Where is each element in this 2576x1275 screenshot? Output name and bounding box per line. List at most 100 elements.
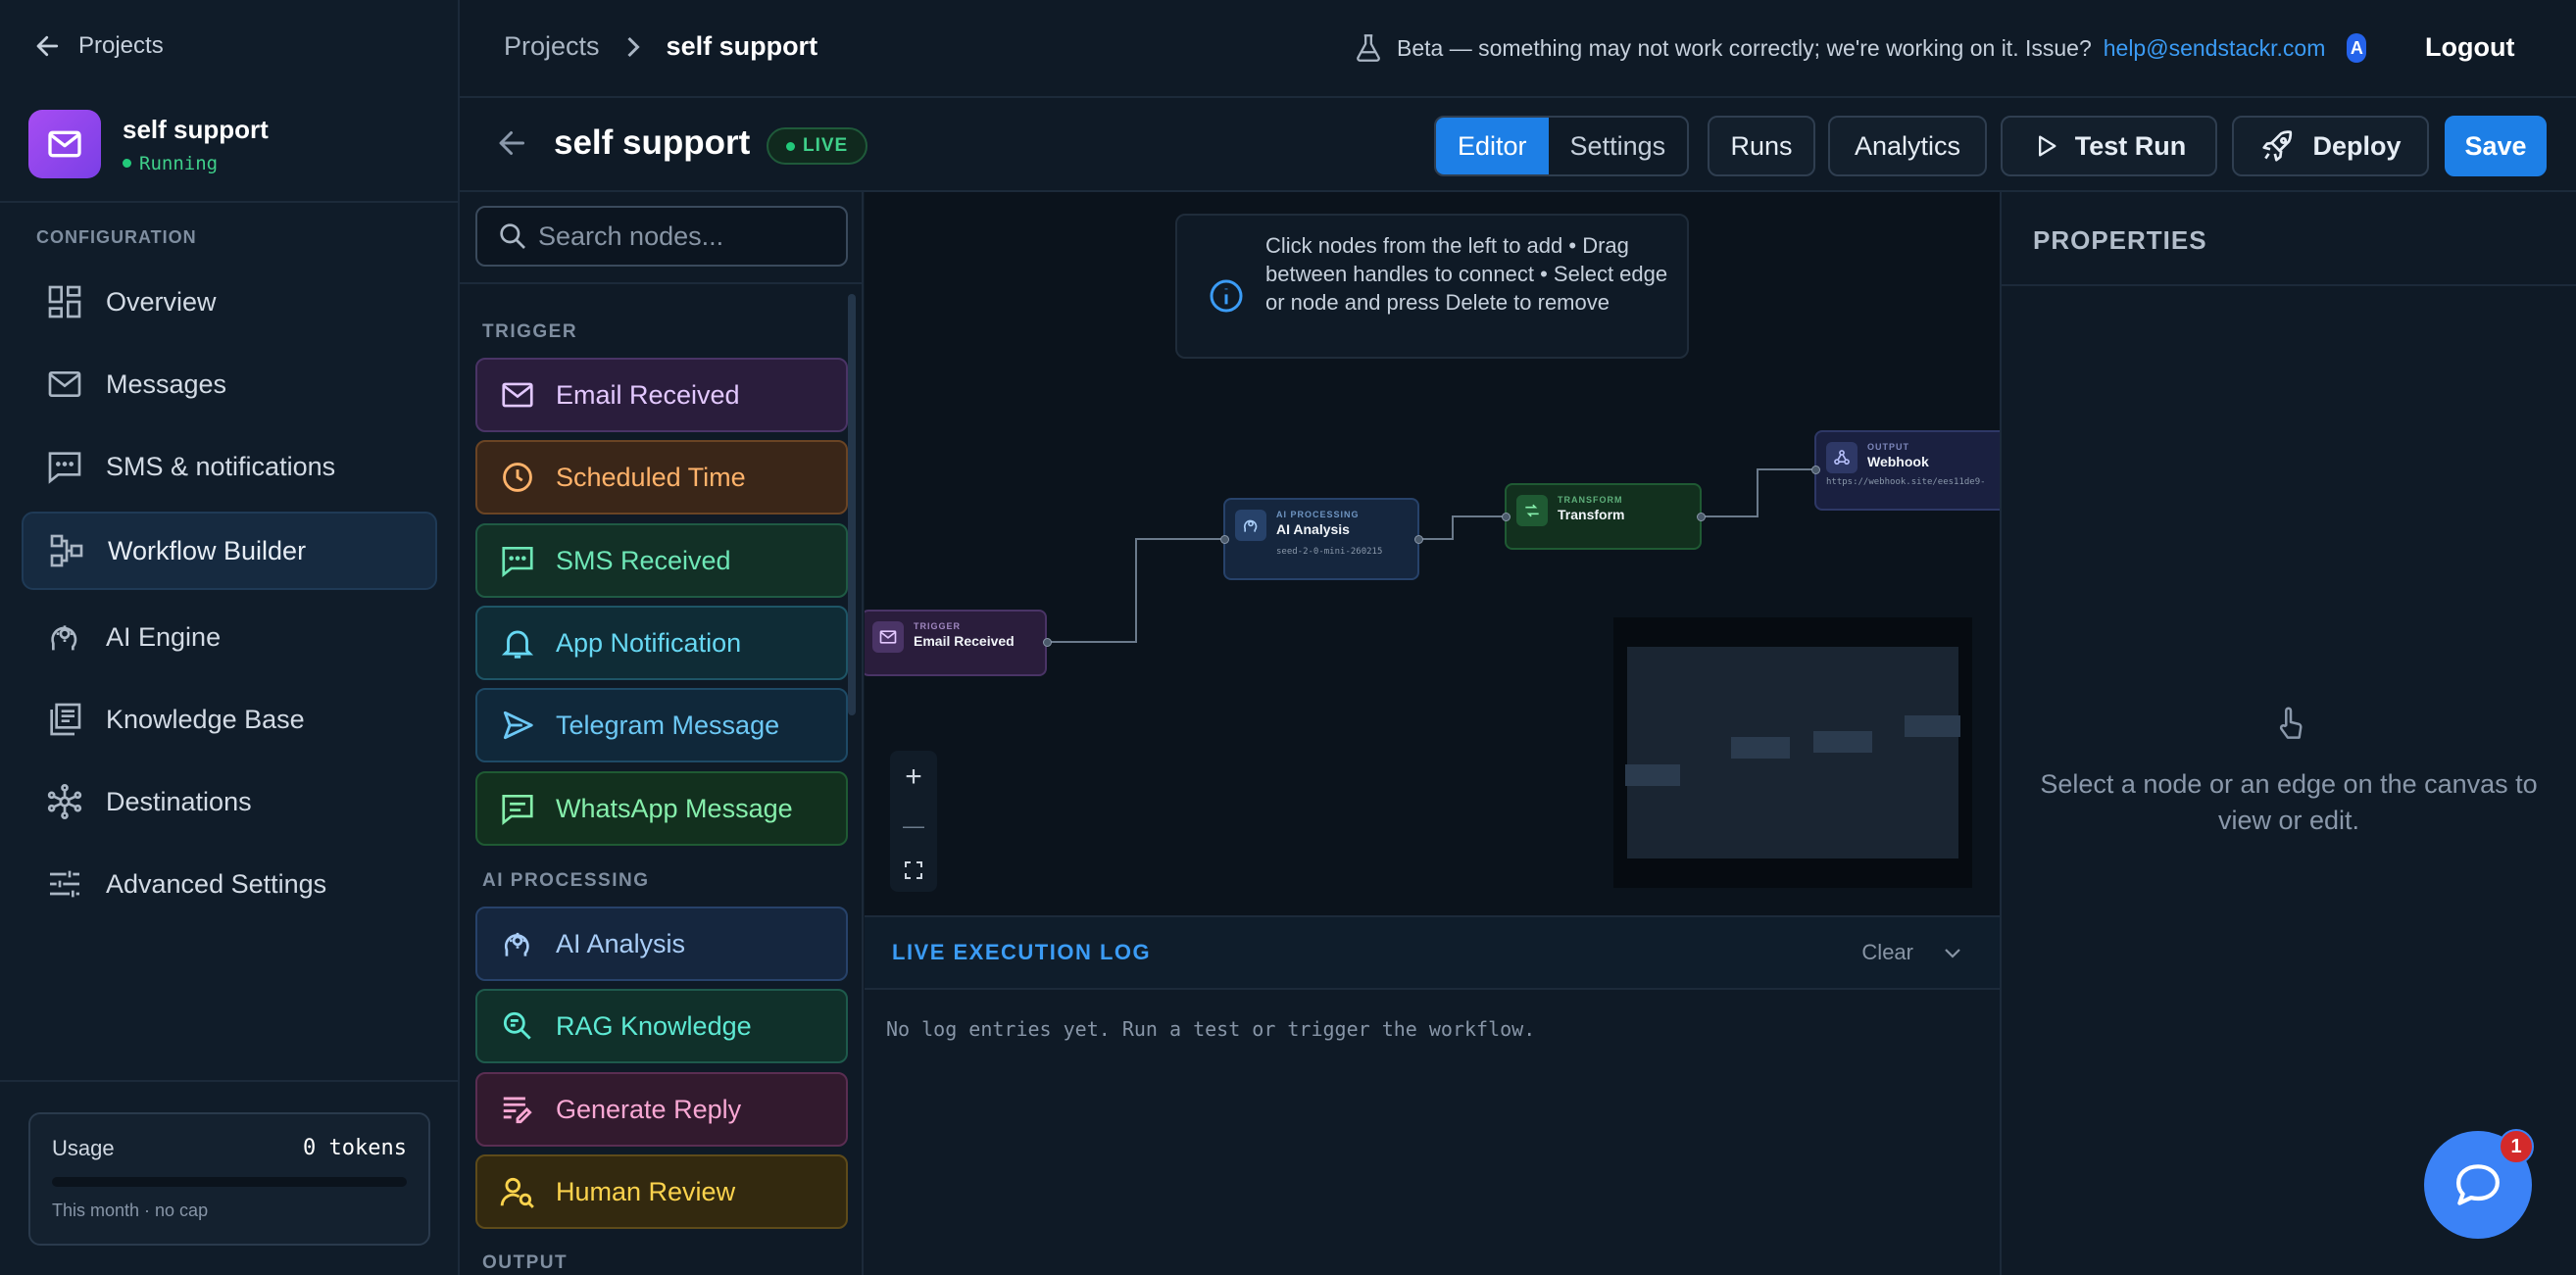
palette-item-telegram-message[interactable]: Telegram Message (475, 688, 848, 762)
arrow-left-icon (499, 131, 524, 155)
user-search-icon (500, 1177, 534, 1208)
chat-icon (502, 546, 533, 578)
usage-label: Usage (52, 1136, 115, 1160)
sidebar: Projects self support Running CONFIGURAT… (0, 0, 460, 1275)
sidebar-item-label: SMS & notifications (106, 451, 336, 481)
sidebar-item-ai-engine[interactable]: AI Engine (22, 598, 437, 676)
palette-item-email-received[interactable]: Email Received (475, 358, 848, 432)
flask-icon (1357, 34, 1380, 62)
palette-item-rag-knowledge[interactable]: RAG Knowledge (475, 989, 848, 1063)
sidebar-item-advanced-settings[interactable]: Advanced Settings (22, 845, 437, 923)
node-handle[interactable] (1811, 466, 1820, 474)
palette-item-label: SMS Received (556, 545, 731, 575)
palette-item-generate-reply[interactable]: Generate Reply (475, 1072, 848, 1147)
palette-item-human-review[interactable]: Human Review (475, 1154, 848, 1229)
sidebar-item-knowledge-base[interactable]: Knowledge Base (22, 680, 437, 759)
notification-badge: 1 (2499, 1129, 2534, 1164)
beta-text: Beta — something may not work correctly;… (1397, 34, 2092, 61)
properties-divider (2002, 284, 2576, 286)
sidebar-item-messages[interactable]: Messages (22, 345, 437, 423)
tab-editor[interactable]: Editor (1436, 118, 1549, 174)
node-handle[interactable] (1414, 535, 1423, 544)
palette-divider (460, 282, 862, 284)
minimap-node (1731, 737, 1790, 759)
zoom-out-button[interactable]: — (903, 813, 924, 838)
node-handle[interactable] (1043, 638, 1052, 647)
runs-button[interactable]: Runs (1708, 116, 1815, 176)
support-email-link[interactable]: help@sendstackr.com (2103, 34, 2326, 61)
sidebar-divider (0, 201, 458, 203)
search-icon (500, 223, 525, 249)
sidebar-item-label: Workflow Builder (108, 535, 307, 565)
search-input[interactable] (538, 221, 832, 252)
rocket-icon (2262, 130, 2293, 162)
workflow-canvas[interactable]: Click nodes from the left to add • Drag … (865, 192, 2000, 915)
sidebar-item-label: Advanced Settings (106, 868, 327, 899)
minimap[interactable] (1613, 617, 1972, 888)
sidebar-item-destinations[interactable]: Destinations (22, 762, 437, 841)
log-empty-text: No log entries yet. Run a test or trigge… (886, 1017, 1536, 1041)
log-title: LIVE EXECUTION LOG (892, 940, 1152, 964)
deploy-button[interactable]: Deploy (2232, 116, 2429, 176)
workflow-card: self support Running (28, 110, 269, 178)
analytics-button[interactable]: Analytics (1828, 116, 1987, 176)
node-handle[interactable] (1502, 513, 1511, 521)
info-icon (1210, 279, 1243, 313)
palette-scrollbar[interactable] (848, 294, 856, 715)
sidebar-item-sms[interactable]: SMS & notifications (22, 427, 437, 506)
save-button[interactable]: Save (2445, 116, 2547, 176)
clock-icon (503, 463, 532, 492)
bell-icon (501, 630, 534, 659)
sidebar-item-overview[interactable]: Overview (22, 263, 437, 341)
palette-item-sms-received[interactable]: SMS Received (475, 523, 848, 598)
usage-subtext: This month · no cap (52, 1201, 209, 1220)
edge-transform-webhook (1701, 468, 1813, 517)
logout-button[interactable]: Logout (2425, 32, 2515, 62)
editor-tabs: Editor Settings (1434, 116, 1690, 176)
sidebar-item-label: AI Engine (106, 621, 222, 652)
edit-text-icon (503, 1097, 532, 1124)
fit-view-icon[interactable] (902, 858, 925, 882)
minimap-node (1625, 764, 1680, 786)
clear-log-button[interactable]: Clear (1861, 940, 1913, 964)
editor-back-button[interactable] (495, 125, 530, 161)
sidebar-item-workflow-builder[interactable]: Workflow Builder (22, 512, 437, 590)
test-run-button[interactable]: Test Run (2001, 116, 2217, 176)
node-handle[interactable] (1697, 513, 1706, 521)
properties-empty-text: Select a node or an edge on the canvas t… (2040, 769, 2538, 835)
log-header[interactable]: LIVE EXECUTION LOG Clear (865, 917, 2000, 990)
palette-item-label: Telegram Message (556, 710, 780, 740)
sidebar-divider (0, 1080, 458, 1082)
mail-icon (502, 382, 533, 408)
dashboard-icon (48, 285, 81, 319)
palette-item-scheduled-time[interactable]: Scheduled Time (475, 440, 848, 515)
palette-item-app-notification[interactable]: App Notification (475, 606, 848, 680)
zoom-in-button[interactable]: + (905, 760, 922, 793)
usage-value: 0 tokens (303, 1136, 407, 1160)
status-text: Running (139, 152, 219, 174)
edge-trigger-ai (1047, 538, 1225, 643)
palette-item-label: Scheduled Time (556, 462, 746, 492)
breadcrumb-current: self support (666, 31, 818, 61)
node-handle[interactable] (1220, 535, 1229, 544)
back-to-projects-link[interactable]: Projects (33, 31, 164, 61)
webhook-icon (1826, 442, 1858, 473)
palette-item-whatsapp-message[interactable]: WhatsApp Message (475, 771, 848, 846)
sidebar-item-label: Messages (106, 368, 227, 399)
node-kind: OUTPUT (1867, 442, 1909, 452)
palette-item-ai-analysis[interactable]: AI Analysis (475, 907, 848, 981)
breadcrumb-projects[interactable]: Projects (504, 31, 600, 61)
node-name: Webhook (1867, 454, 1929, 469)
node-palette: TRIGGER Email Received Scheduled Time SM… (460, 192, 864, 1275)
node-model: seed-2-0-mini-260215 (1276, 547, 1383, 557)
user-avatar[interactable]: A (2347, 33, 2367, 63)
workflow-status: Running (123, 153, 269, 174)
mail-icon (28, 110, 101, 178)
chevron-down-icon[interactable] (1941, 941, 1964, 964)
tab-settings[interactable]: Settings (1569, 130, 1666, 161)
deploy-label: Deploy (2312, 130, 2402, 161)
